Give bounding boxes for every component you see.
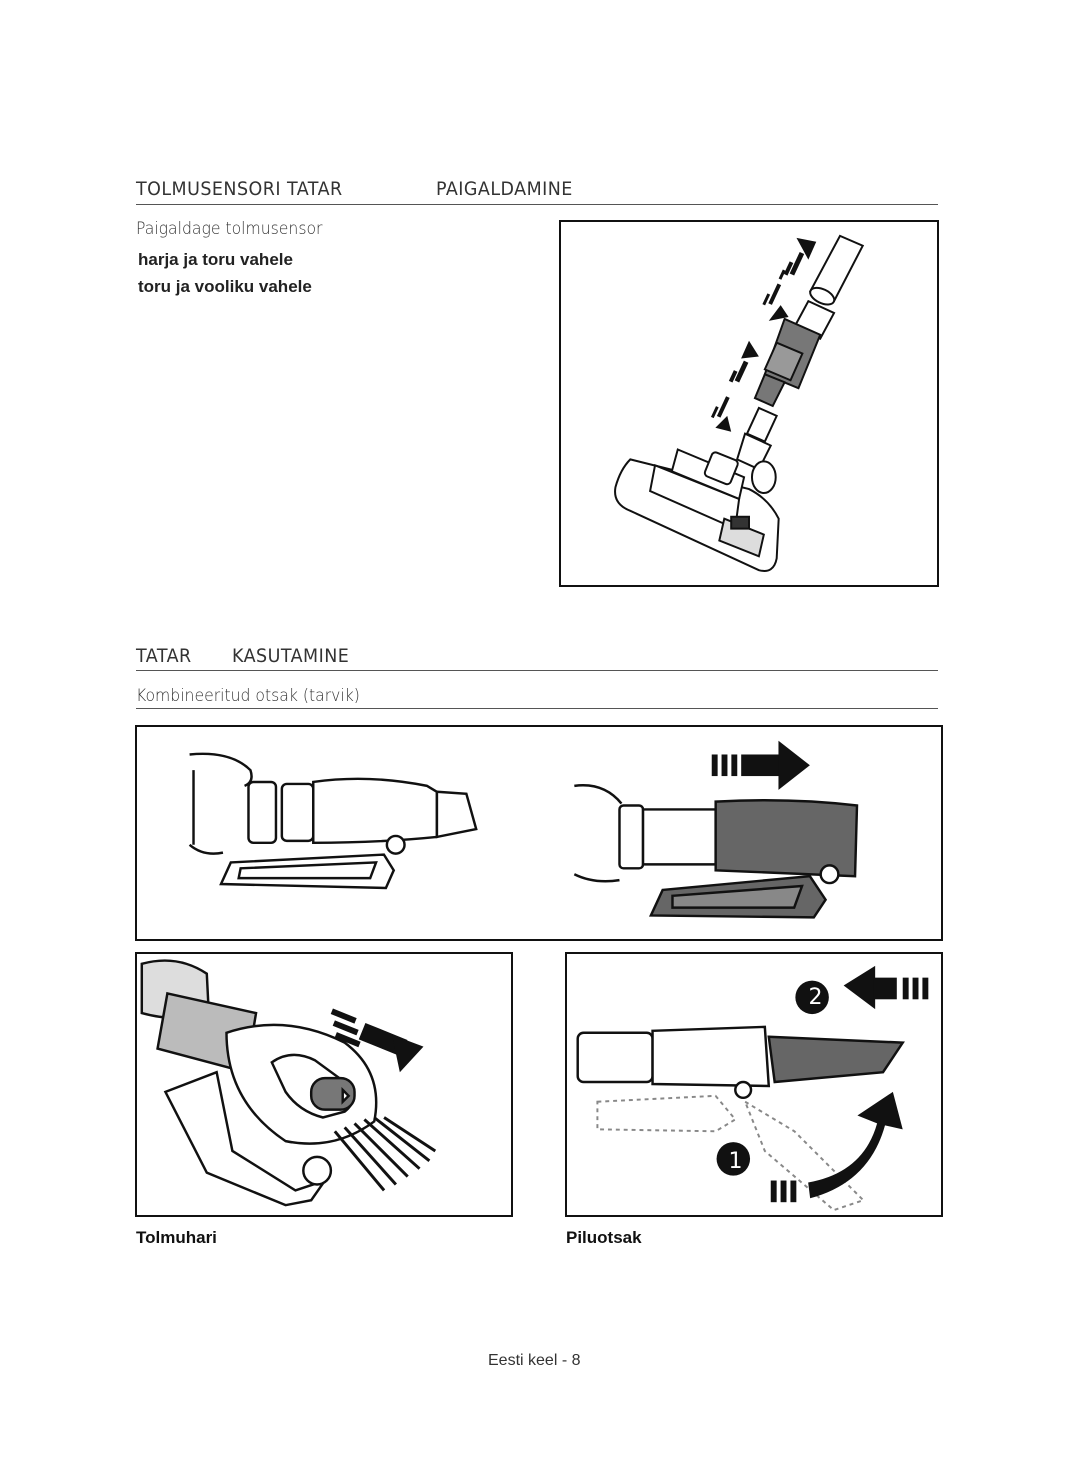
bullet-2: toru ja vooliku vahele — [138, 277, 312, 296]
crevice-tool-figure: 2 1 — [565, 952, 943, 1217]
section2-title-left: TATAR — [136, 645, 192, 667]
step-1-badge — [716, 1142, 751, 1176]
crevice-tool-illustration — [576, 965, 929, 1212]
step-2-label: 2 — [808, 985, 823, 1010]
sensor-install-figure — [559, 220, 939, 587]
combination-nozzle-figure — [135, 725, 943, 941]
dust-brush-illustration — [140, 959, 437, 1207]
step-2-badge — [795, 980, 829, 1015]
section1-subtitle: Paigaldage tolmusensor — [136, 219, 323, 239]
step-1-label: 1 — [728, 1149, 743, 1174]
caption-crevice-tool: Piluotsak — [566, 1228, 642, 1247]
section2-divider — [136, 670, 938, 671]
section2-subtitle-divider — [136, 708, 938, 709]
dust-brush-figure — [135, 952, 513, 1217]
vacuum-brush-illustration — [614, 234, 865, 572]
caption-dust-brush: Tolmuhari — [136, 1228, 217, 1247]
page-footer: Eesti keel - 8 — [488, 1352, 581, 1369]
combination-nozzle-illustration — [188, 740, 859, 919]
section1-title-left: TOLMUSENSORI TATAR — [136, 178, 343, 200]
section2-title-right: KASUTAMINE — [232, 645, 350, 667]
section2-subtitle: Kombineeritud otsak (tarvik) — [136, 686, 360, 706]
bullet-1: harja ja toru vahele — [138, 250, 293, 269]
section1-title-right: PAIGALDAMINE — [436, 178, 573, 200]
section1-divider — [136, 204, 938, 205]
